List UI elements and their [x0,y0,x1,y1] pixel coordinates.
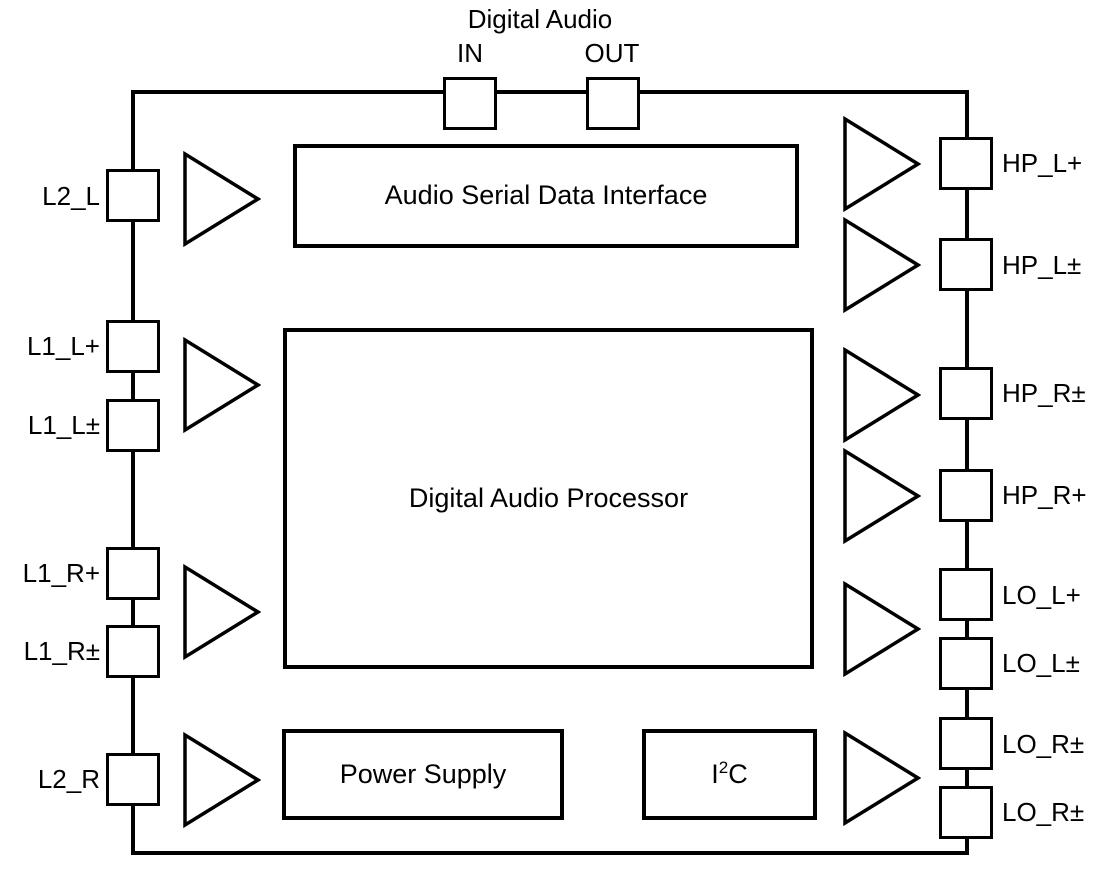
amplifier-icon-lo-r [843,730,921,826]
block-i2c: I2C [642,729,817,820]
block-label-power-supply: Power Supply [339,758,507,789]
pin-digital-audio-in [443,77,497,130]
pin-label-lo-l-plusminus: LO_L± [1002,648,1080,678]
pin-lo-l-plus [939,568,993,621]
pin-label-lo-r-plusminus-2: LO_R± [1002,797,1085,827]
block-label-digital-audio-processor: Digital Audio Processor [408,482,689,513]
amplifier-icon-hp-r-plusminus [843,347,921,443]
pin-label-l1-l-plusminus: L1_L± [27,410,100,440]
pin-l1-r-plus [106,547,160,600]
pin-label-l1-l-plus: L1_L+ [26,331,100,361]
amplifier-icon-hp-l-plus [843,116,921,212]
pin-l2-l [106,169,160,222]
pin-l1-l-plusminus [106,399,160,452]
pin-digital-audio-out [586,77,640,130]
block-digital-audio-processor: Digital Audio Processor [283,328,814,669]
block-audio-serial-data-interface: Audio Serial Data Interface [293,144,799,248]
pin-l2-r [106,753,160,806]
pin-label-l1-r-plusminus: L1_R± [23,636,100,666]
digital-audio-in-label: IN [457,38,483,68]
pin-label-lo-l-plus: LO_L+ [1002,580,1081,610]
amplifier-icon-l2-r [183,732,261,828]
pin-label-l2-r: L2_R [37,764,100,794]
pin-lo-r-plusminus-1 [939,717,993,770]
pin-hp-r-plus [939,469,993,522]
digital-audio-out-label: OUT [584,38,640,68]
pin-label-hp-r-plus: HP_R+ [1002,480,1087,510]
block-power-supply: Power Supply [282,729,564,820]
amplifier-icon-l2-l [183,151,261,247]
pin-label-l2-l: L2_L [42,181,100,211]
pin-label-hp-r-plusminus: HP_R± [1002,378,1086,408]
pin-hp-l-plusminus [939,238,993,291]
amplifier-icon-lo-l [843,581,921,677]
pin-label-hp-l-plus: HP_L+ [1002,148,1083,178]
amplifier-icon-hp-r-plus [843,448,921,544]
digital-audio-group-label: Digital Audio [467,4,613,34]
pin-label-l1-r-plus: L1_R+ [22,558,100,588]
pin-l1-l-plus [106,320,160,373]
pin-hp-l-plus [939,137,993,190]
pin-lo-l-plusminus [939,637,993,690]
block-label-audio-serial-data-interface: Audio Serial Data Interface [384,180,708,211]
pin-label-hp-l-plusminus: HP_L± [1002,250,1082,280]
block-label-i2c: I2C [711,757,748,789]
amplifier-icon-l1-r [183,564,261,660]
pin-label-lo-r-plusminus-1: LO_R± [1002,729,1085,759]
pin-hp-r-plusminus [939,367,993,420]
amplifier-icon-l1-l [183,337,261,433]
pin-l1-r-plusminus [106,625,160,678]
amplifier-icon-hp-l-plusminus [843,217,921,313]
pin-lo-r-plusminus-2 [939,786,993,839]
